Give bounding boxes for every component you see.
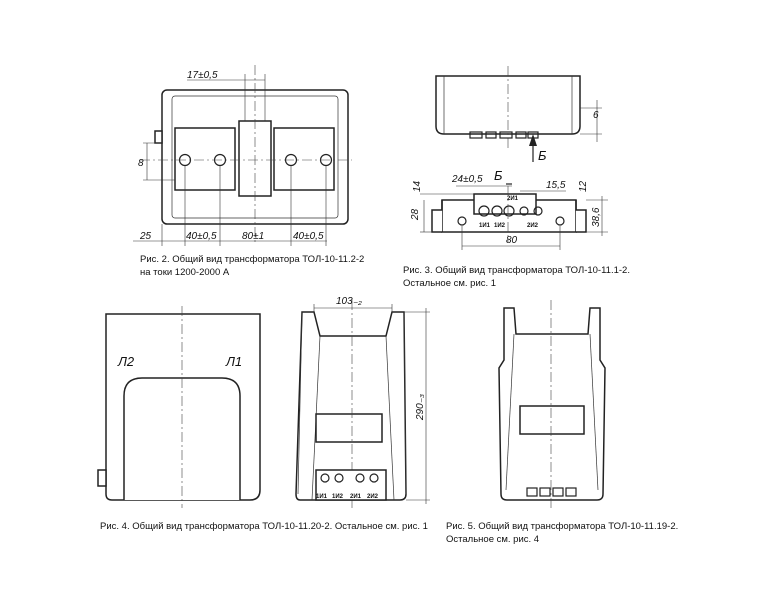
fig2-dim-17: 17±0,5 [187, 70, 218, 81]
fig4-dim-103: 103₋₂ [336, 296, 362, 307]
fig3-dim-155: 15,5 [546, 180, 566, 191]
fig2-dim-40a: 40±0,5 [186, 231, 217, 242]
fig3-side-view: 6 Б [435, 66, 602, 163]
fig2-dim-80: 80±1 [242, 231, 264, 242]
fig3-dim-12: 12 [578, 180, 589, 192]
fig4-term-2i1: 2И1 [350, 494, 362, 500]
fig2-transformer-top-view: 17±0,5 8 25 40±0,5 80±1 40±0,5 [133, 65, 352, 246]
fig4-dim-290: 290₋₃ [415, 394, 426, 421]
fig4-label-l1: Л1 [225, 354, 242, 369]
fig2-dim-8: 8 [138, 158, 144, 169]
fig4-term-2i2: 2И2 [367, 494, 379, 500]
fig4-term-1i1: 1И1 [316, 494, 328, 500]
fig3-caption: Рис. 3. Общий вид трансформатора ТОЛ-10-… [403, 265, 630, 289]
fig3-dim-14: 14 [412, 180, 423, 192]
fig4-term-1i2: 1И2 [332, 494, 344, 500]
fig3-term-2i1: 2И1 [507, 196, 519, 202]
fig3-term-2i2: 2И2 [527, 223, 539, 229]
fig2-dim-40b: 40±0,5 [293, 231, 324, 242]
fig3-dim-386: 38,6 [591, 207, 602, 227]
fig3-dim-24: 24±0,5 [451, 174, 483, 185]
fig3-term-1i2: 1И2 [494, 223, 506, 229]
fig3-dim-6: 6 [593, 110, 599, 121]
fig4-front-view: Л2 Л1 [97, 306, 261, 508]
fig2-caption: Рис. 2. Общий вид трансформатора ТОЛ-10-… [140, 254, 365, 278]
fig5-side-view [498, 300, 606, 508]
fig4-label-l2: Л2 [117, 354, 135, 369]
fig4-caption: Рис. 4. Общий вид трансформатора ТОЛ-10-… [100, 521, 428, 532]
fig3-dim-28: 28 [410, 208, 421, 221]
fig2-dim-25: 25 [139, 231, 152, 242]
fig3-dim-80: 80 [506, 235, 518, 246]
fig3-arrow-label: Б [538, 148, 547, 163]
fig3-view-b: Б 1И1 1И2 2И1 2И2 24±0,5 15,5 12 14 28 3… [410, 168, 608, 250]
fig3-term-1i1: 1И1 [479, 223, 491, 229]
fig5-caption: Рис. 5. Общий вид трансформатора ТОЛ-10-… [446, 521, 679, 545]
fig3-view-label: Б [494, 168, 503, 183]
fig4-side-view: 1И1 1И2 2И1 2И2 103₋₂ 290₋₃ [295, 296, 430, 508]
